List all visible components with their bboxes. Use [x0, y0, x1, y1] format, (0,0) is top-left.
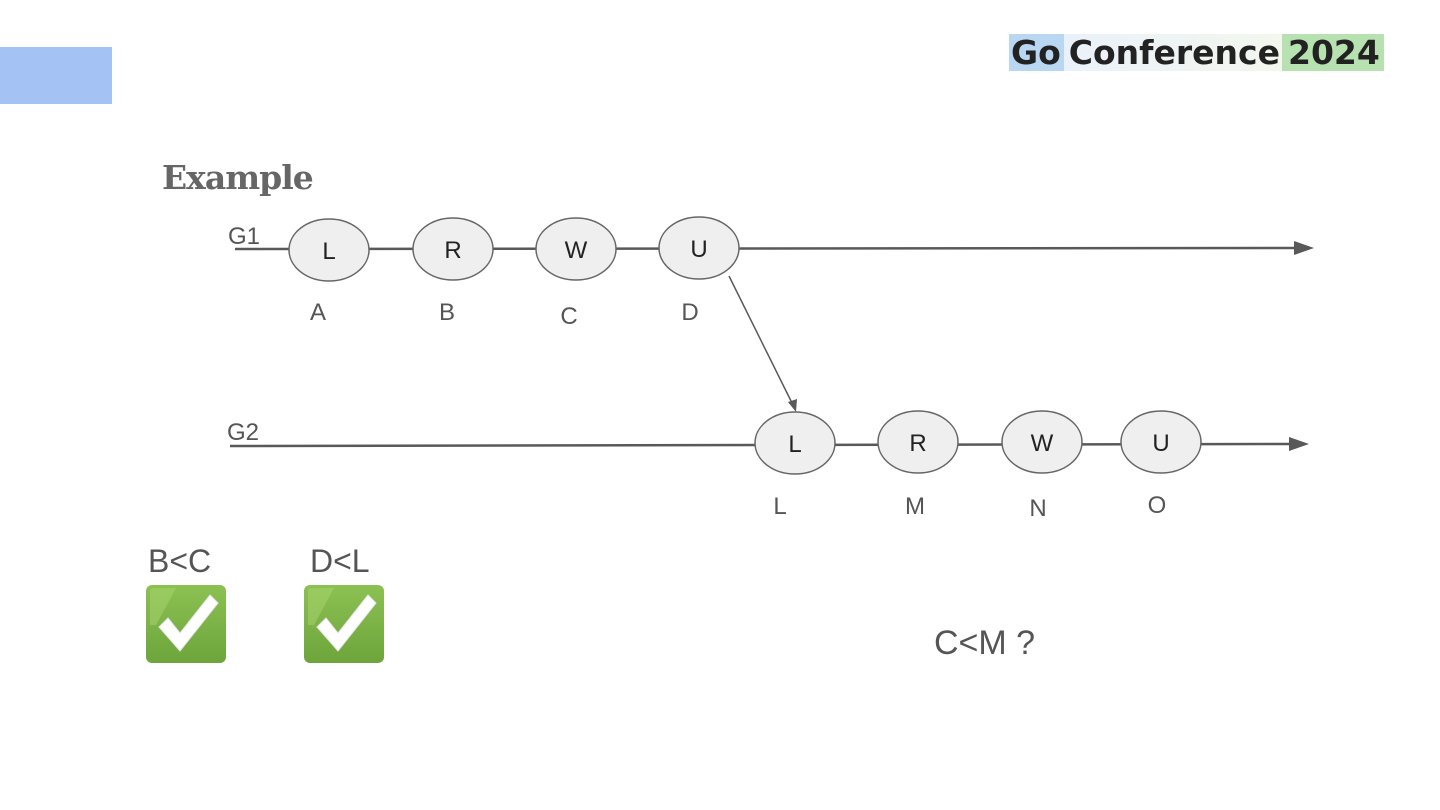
node-ellipse	[288, 218, 370, 282]
brand-part-conference: Conference	[1063, 34, 1282, 71]
node-op: W	[1031, 430, 1054, 457]
node-ellipse	[1001, 410, 1083, 474]
node-n: W N	[1001, 410, 1083, 522]
brand-part-go: Go	[1009, 34, 1064, 71]
happens-before-edge	[728, 275, 794, 406]
node-d: U D	[658, 216, 740, 326]
node-c: W C	[535, 217, 617, 330]
node-a: L A	[288, 218, 370, 326]
node-ellipse	[877, 410, 959, 474]
node-b: R B	[412, 217, 494, 326]
node-op: R	[909, 430, 926, 457]
node-ellipse	[658, 216, 740, 280]
timeline-g1: G1 L A R B W C U D	[228, 216, 1314, 330]
node-ellipse	[1120, 410, 1202, 474]
node-label: D	[681, 299, 698, 326]
node-op: U	[690, 236, 707, 263]
slide-heading: Example	[162, 158, 314, 197]
timeline-label-g2: G2	[227, 419, 259, 446]
timeline-label-g1: G1	[228, 223, 260, 250]
node-m: R M	[877, 410, 959, 520]
check-mark-icon	[304, 585, 384, 663]
node-label: L	[773, 493, 786, 520]
node-ellipse	[754, 411, 836, 475]
node-op: W	[565, 237, 588, 264]
timeline-g2: G2 L L R M W N U O	[227, 410, 1309, 522]
node-ellipse	[412, 217, 494, 281]
node-label: B	[439, 299, 455, 326]
timeline-axis-g1	[234, 246, 1297, 251]
node-label: O	[1148, 492, 1167, 519]
condition-d-before-l: D<L	[310, 543, 370, 579]
edge-arrowhead	[788, 399, 797, 412]
check-mark-icon	[146, 585, 226, 663]
question-c-before-m: C<M ?	[934, 624, 1036, 662]
node-o: U O	[1120, 410, 1202, 519]
timeline-arrowhead-g2	[1289, 437, 1309, 451]
corner-accent-block	[0, 47, 112, 104]
node-ellipse	[535, 217, 617, 281]
timeline-arrowhead-g1	[1294, 241, 1314, 255]
node-label: N	[1029, 495, 1046, 522]
node-op: L	[322, 238, 335, 265]
brand-part-year: 2024	[1281, 34, 1384, 71]
node-label: C	[560, 303, 577, 330]
node-l: L L	[754, 411, 836, 520]
node-op: R	[444, 237, 461, 264]
node-op: U	[1152, 430, 1169, 457]
condition-b-before-c: B<C	[148, 543, 212, 579]
node-op: L	[788, 431, 801, 458]
node-label: M	[905, 493, 925, 520]
node-label: A	[310, 299, 326, 326]
